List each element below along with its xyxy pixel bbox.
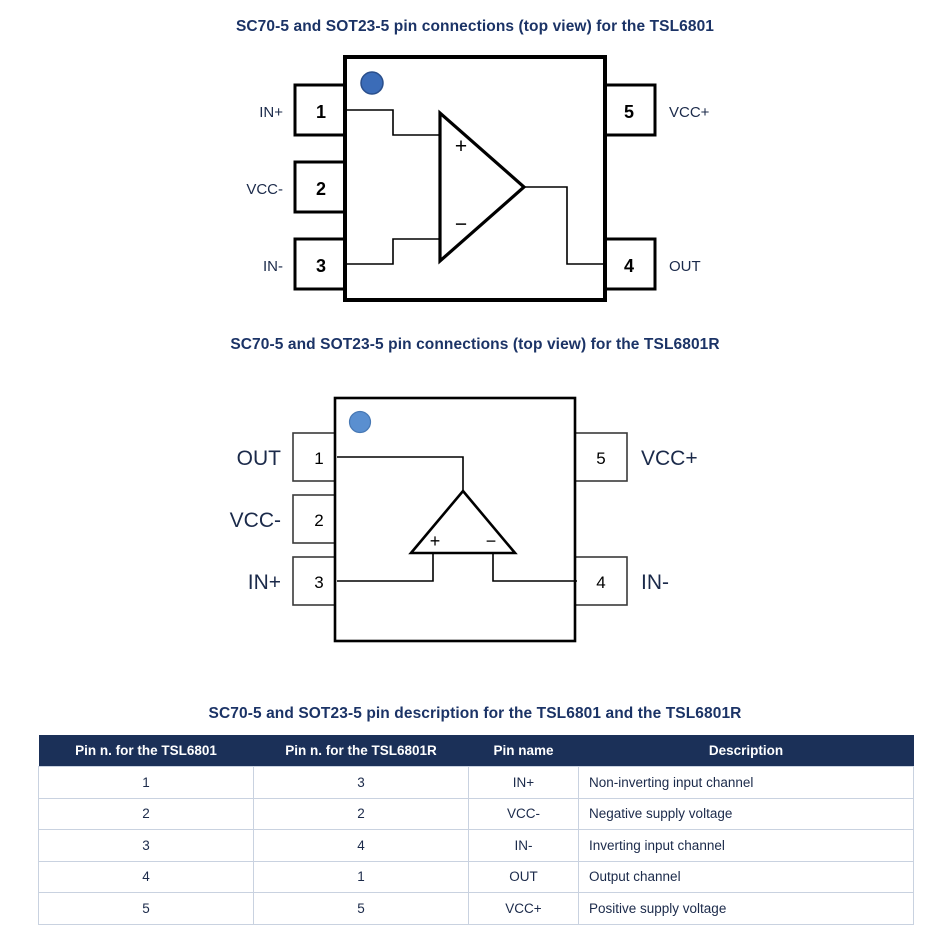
pin-number-3: 3 (314, 573, 323, 592)
cell-pin-name: VCC- (468, 798, 579, 830)
pin-number-5: 5 (624, 102, 634, 122)
column-header-pin-tsl6801r: Pin n. for the TSL6801R (253, 735, 469, 767)
pin-number-2: 2 (314, 511, 323, 530)
pin-label-3: IN+ (248, 571, 281, 594)
pin1-marker-dot (360, 71, 384, 95)
cell-pin-tsl6801: 4 (38, 861, 254, 893)
cell-pin-tsl6801: 3 (38, 829, 254, 862)
table-row: 3 4 IN- Inverting input channel (38, 829, 914, 862)
pin-label-1: OUT (237, 447, 282, 470)
left-pin-pads (293, 83, 349, 291)
cell-pin-name: OUT (468, 861, 579, 893)
pin-label-5: VCC+ (641, 447, 698, 470)
pin-number-4: 4 (596, 573, 605, 592)
opamp-triangle-symbol (408, 488, 518, 555)
cell-description: Non-inverting input channel (578, 766, 914, 799)
cell-pin-tsl6801r: 3 (253, 766, 469, 799)
section-title-pin-description: SC70-5 and SOT23-5 pin description for t… (208, 705, 742, 722)
pin1-marker-dot (348, 410, 372, 434)
pin-number-3: 3 (316, 256, 326, 276)
pin-label-4: IN- (641, 571, 669, 594)
right-pin-pads (574, 432, 628, 606)
table-row: 4 1 OUT Output channel (38, 861, 914, 893)
cell-description: Negative supply voltage (578, 798, 914, 830)
cell-pin-tsl6801: 1 (38, 766, 254, 799)
cell-pin-name: IN- (468, 829, 579, 862)
cell-pin-name: IN+ (468, 766, 579, 799)
pin-label-4: OUT (669, 258, 701, 275)
pin-description-table: Pin n. for the TSL6801 Pin n. for the TS… (38, 735, 914, 925)
cell-pin-name: VCC+ (468, 892, 579, 925)
cell-pin-tsl6801r: 5 (253, 892, 469, 925)
cell-description: Output channel (578, 861, 914, 893)
table-row: 1 3 IN+ Non-inverting input channel (38, 766, 914, 799)
column-header-pin-name: Pin name (468, 735, 579, 767)
section-title-tsl6801: SC70-5 and SOT23-5 pin connections (top … (235, 18, 715, 35)
table-row: 5 5 VCC+ Positive supply voltage (38, 892, 914, 925)
table-header-row: Pin n. for the TSL6801 Pin n. for the TS… (38, 735, 914, 767)
pin-diagram-tsl6801: + − 1 2 3 5 4 IN+ VCC- IN- VCC+ OUT (0, 45, 950, 320)
cell-pin-tsl6801: 2 (38, 798, 254, 830)
table-header: Pin n. for the TSL6801 Pin n. for the TS… (38, 735, 914, 767)
opamp-plus-sign: + (455, 135, 467, 158)
pin-number-5: 5 (596, 449, 605, 468)
trace-pin4-to-inverting-input (492, 553, 577, 582)
pin-label-5: VCC+ (669, 104, 710, 121)
trace-pin3-to-inverting-input (347, 238, 440, 265)
cell-pin-tsl6801r: 1 (253, 861, 469, 893)
trace-pin3-to-noninverting-input (337, 553, 434, 582)
cell-description: Positive supply voltage (578, 892, 914, 925)
pin-label-2: VCC- (230, 509, 281, 532)
pin-number-4: 4 (624, 256, 634, 276)
pin-number-2: 2 (316, 179, 326, 199)
trace-output-to-pin4 (524, 186, 605, 265)
cell-pin-tsl6801r: 4 (253, 829, 469, 862)
column-header-description: Description (578, 735, 914, 767)
trace-pin1-to-output-apex (337, 456, 464, 493)
cell-pin-tsl6801r: 2 (253, 798, 469, 830)
trace-pin1-to-noninverting-input (347, 109, 440, 136)
cell-description: Inverting input channel (578, 829, 914, 862)
table-body: 1 3 IN+ Non-inverting input channel 2 2 … (38, 766, 914, 925)
pin-label-2: VCC- (246, 181, 283, 198)
opamp-triangle-symbol (438, 109, 527, 265)
column-header-pin-tsl6801: Pin n. for the TSL6801 (38, 735, 254, 767)
pin-number-1: 1 (314, 449, 323, 468)
table-row: 2 2 VCC- Negative supply voltage (38, 798, 914, 830)
section-title-tsl6801r: SC70-5 and SOT23-5 pin connections (top … (230, 336, 720, 353)
pin-number-1: 1 (316, 102, 326, 122)
opamp-minus-sign: − (455, 213, 467, 236)
pin-label-3: IN- (263, 258, 283, 275)
cell-pin-tsl6801: 5 (38, 892, 254, 925)
pin-diagram-tsl6801r: + − 1 2 3 5 4 OUT VCC- IN+ VCC+ IN- (0, 385, 950, 660)
pin-label-1: IN+ (259, 104, 283, 121)
pin-description-table-wrap: Pin n. for the TSL6801 Pin n. for the TS… (38, 735, 914, 925)
opamp-plus-sign: + (430, 531, 441, 551)
opamp-minus-sign: − (486, 531, 497, 551)
right-pin-pads (601, 83, 657, 291)
